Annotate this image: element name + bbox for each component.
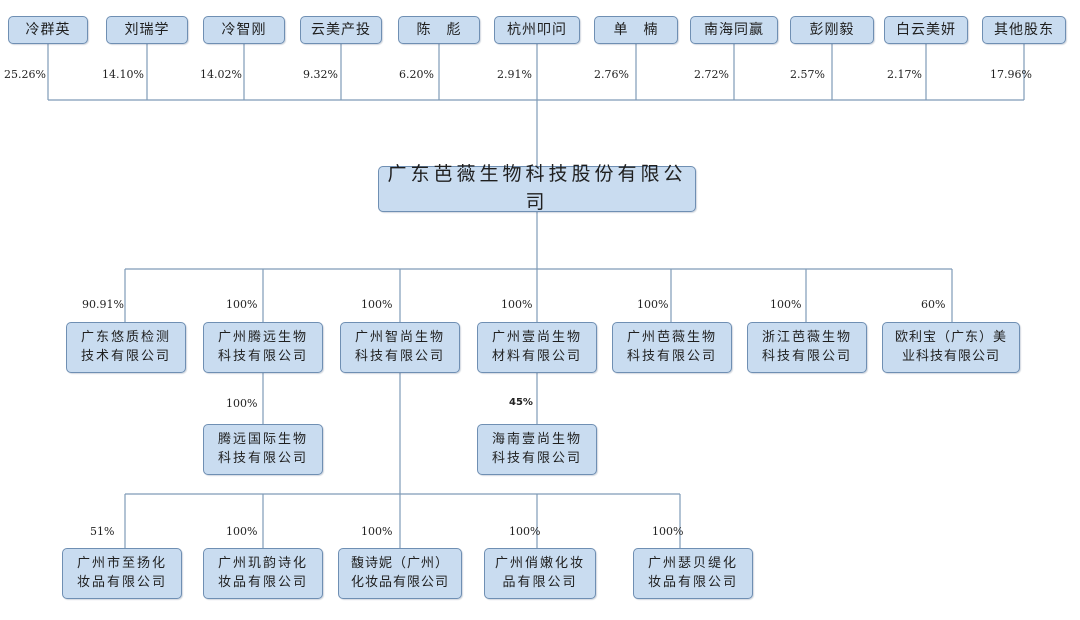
subsidiary-box: 广州智尚生物 科技有限公司 <box>340 322 460 373</box>
shareholder-box: 单 楠 <box>594 16 678 44</box>
shareholding-percent: 2.72% <box>694 68 729 81</box>
shareholding-percent: 2.57% <box>790 68 825 81</box>
shareholder-box: 冷智刚 <box>203 16 285 44</box>
shareholding-percent: 100% <box>361 298 393 311</box>
shareholding-percent: 90.91% <box>82 298 124 311</box>
shareholding-percent: 14.10% <box>102 68 144 81</box>
shareholder-box: 刘瑞学 <box>106 16 188 44</box>
shareholding-percent: 2.76% <box>594 68 629 81</box>
shareholding-percent: 45% <box>509 397 533 408</box>
subsidiary-box: 广州瑟贝缇化 妆品有限公司 <box>633 548 753 599</box>
shareholding-percent: 100% <box>501 298 533 311</box>
shareholder-box: 陈 彪 <box>398 16 480 44</box>
shareholding-percent: 17.96% <box>990 68 1032 81</box>
subsidiary-box: 浙江芭薇生物 科技有限公司 <box>747 322 867 373</box>
shareholding-percent: 51% <box>90 525 115 538</box>
subsidiary-box: 广州俏嫩化妆 品有限公司 <box>484 548 596 599</box>
shareholder-box: 杭州叩问 <box>494 16 580 44</box>
shareholder-box: 冷群英 <box>8 16 88 44</box>
shareholding-percent: 100% <box>361 525 393 538</box>
shareholding-percent: 100% <box>226 397 258 410</box>
shareholding-percent: 100% <box>652 525 684 538</box>
subsidiary-box: 广东悠质检测 技术有限公司 <box>66 322 186 373</box>
subsidiary-box: 广州腾远生物 科技有限公司 <box>203 322 323 373</box>
shareholding-percent: 100% <box>509 525 541 538</box>
subsidiary-box: 馥诗妮（广州） 化妆品有限公司 <box>338 548 462 599</box>
shareholding-percent: 100% <box>226 525 258 538</box>
shareholding-percent: 2.91% <box>497 68 532 81</box>
subsidiary-box: 广州玑韵诗化 妆品有限公司 <box>203 548 323 599</box>
subsidiary-box: 广州市至扬化 妆品有限公司 <box>62 548 182 599</box>
shareholding-percent: 14.02% <box>200 68 242 81</box>
shareholding-percent: 100% <box>637 298 669 311</box>
subsidiary-box: 广州壹尚生物 材料有限公司 <box>477 322 597 373</box>
shareholder-box: 南海同赢 <box>690 16 778 44</box>
shareholding-percent: 9.32% <box>303 68 338 81</box>
shareholder-box: 白云美妍 <box>884 16 968 44</box>
shareholding-percent: 60% <box>921 298 946 311</box>
main-company-box: 广东芭薇生物科技股份有限公司 <box>378 163 696 213</box>
shareholder-box: 其他股东 <box>982 16 1066 44</box>
shareholding-percent: 100% <box>770 298 802 311</box>
subsidiary-box: 腾远国际生物 科技有限公司 <box>203 424 323 475</box>
shareholder-box: 彭刚毅 <box>790 16 874 44</box>
subsidiary-box: 广州芭薇生物 科技有限公司 <box>612 322 732 373</box>
subsidiary-box: 欧利宝（广东）美 业科技有限公司 <box>882 322 1020 373</box>
shareholding-percent: 6.20% <box>399 68 434 81</box>
subsidiary-box: 海南壹尚生物 科技有限公司 <box>477 424 597 475</box>
shareholding-percent: 2.17% <box>887 68 922 81</box>
shareholding-percent: 100% <box>226 298 258 311</box>
shareholding-percent: 25.26% <box>4 68 46 81</box>
shareholder-box: 云美产投 <box>300 16 382 44</box>
